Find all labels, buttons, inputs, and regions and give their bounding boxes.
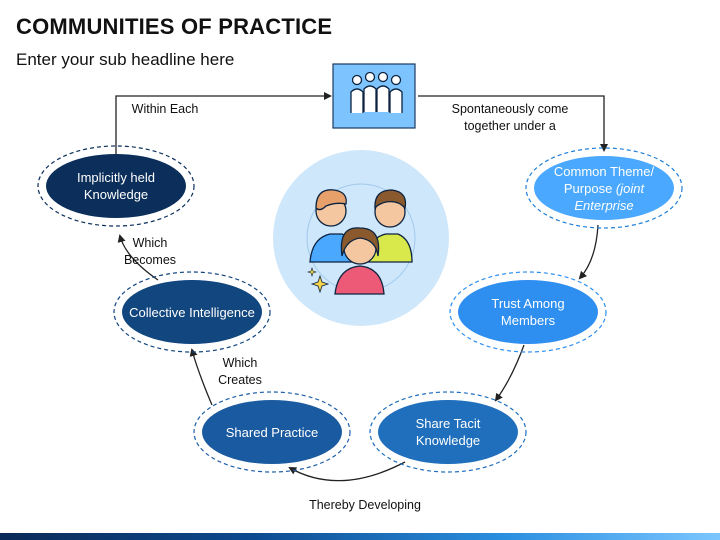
- node-shared-practice: Shared Practice: [202, 400, 342, 464]
- ring-share-tacit: [369, 391, 527, 473]
- node-common-theme: Common Theme/ Purpose (joint Enterprise: [534, 156, 674, 220]
- page-title: COMMUNITIES OF PRACTICE: [16, 14, 333, 39]
- footer-gradient-bar: [0, 533, 720, 540]
- label-which-creates: Which Creates: [218, 356, 262, 387]
- team-people-icon: [273, 150, 449, 326]
- connector-within-each: [115, 92, 332, 158]
- node-trust-among-members: Trust Among Members: [458, 280, 598, 344]
- ring-shared-practice: [193, 391, 351, 473]
- node-collective-label: Collective Intelligence: [129, 304, 255, 320]
- connector-thereby-developing: [288, 461, 406, 482]
- label-which-becomes: Which Becomes: [123, 236, 177, 267]
- node-share-tacit-knowledge: Share Tacit Knowledge: [378, 400, 518, 464]
- node-shared-practice-label: Shared Practice: [225, 424, 319, 440]
- connector-which-becomes: [117, 234, 159, 281]
- ring-trust: [449, 271, 607, 353]
- ring-collective: [113, 271, 271, 353]
- group-people-icon: [332, 63, 416, 129]
- node-common-theme-label: Common Theme/ Purpose (joint Enterprise: [553, 163, 655, 213]
- label-within-each: Within Each: [131, 102, 199, 116]
- connector-which-creates: [189, 348, 213, 406]
- label-spontaneously: Spontaneously come together under a: [451, 102, 569, 133]
- node-implicit-knowledge: Implicitly held Knowledge: [46, 154, 186, 218]
- connector-trust-to-tacit: [494, 344, 525, 402]
- node-implicit-label: Implicitly held Knowledge: [76, 170, 156, 202]
- ring-implicit: [37, 145, 195, 227]
- node-collective-intelligence: Collective Intelligence: [122, 280, 262, 344]
- connector-spontaneously: [418, 95, 608, 152]
- ring-common-theme: [525, 147, 683, 229]
- node-share-tacit-label: Share Tacit Knowledge: [415, 416, 481, 448]
- label-thereby-developing: Thereby Developing: [309, 498, 421, 512]
- connector-theme-to-trust: [578, 224, 599, 280]
- node-trust-label: Trust Among Members: [491, 296, 565, 328]
- page-subtitle: Enter your sub headline here: [16, 50, 235, 69]
